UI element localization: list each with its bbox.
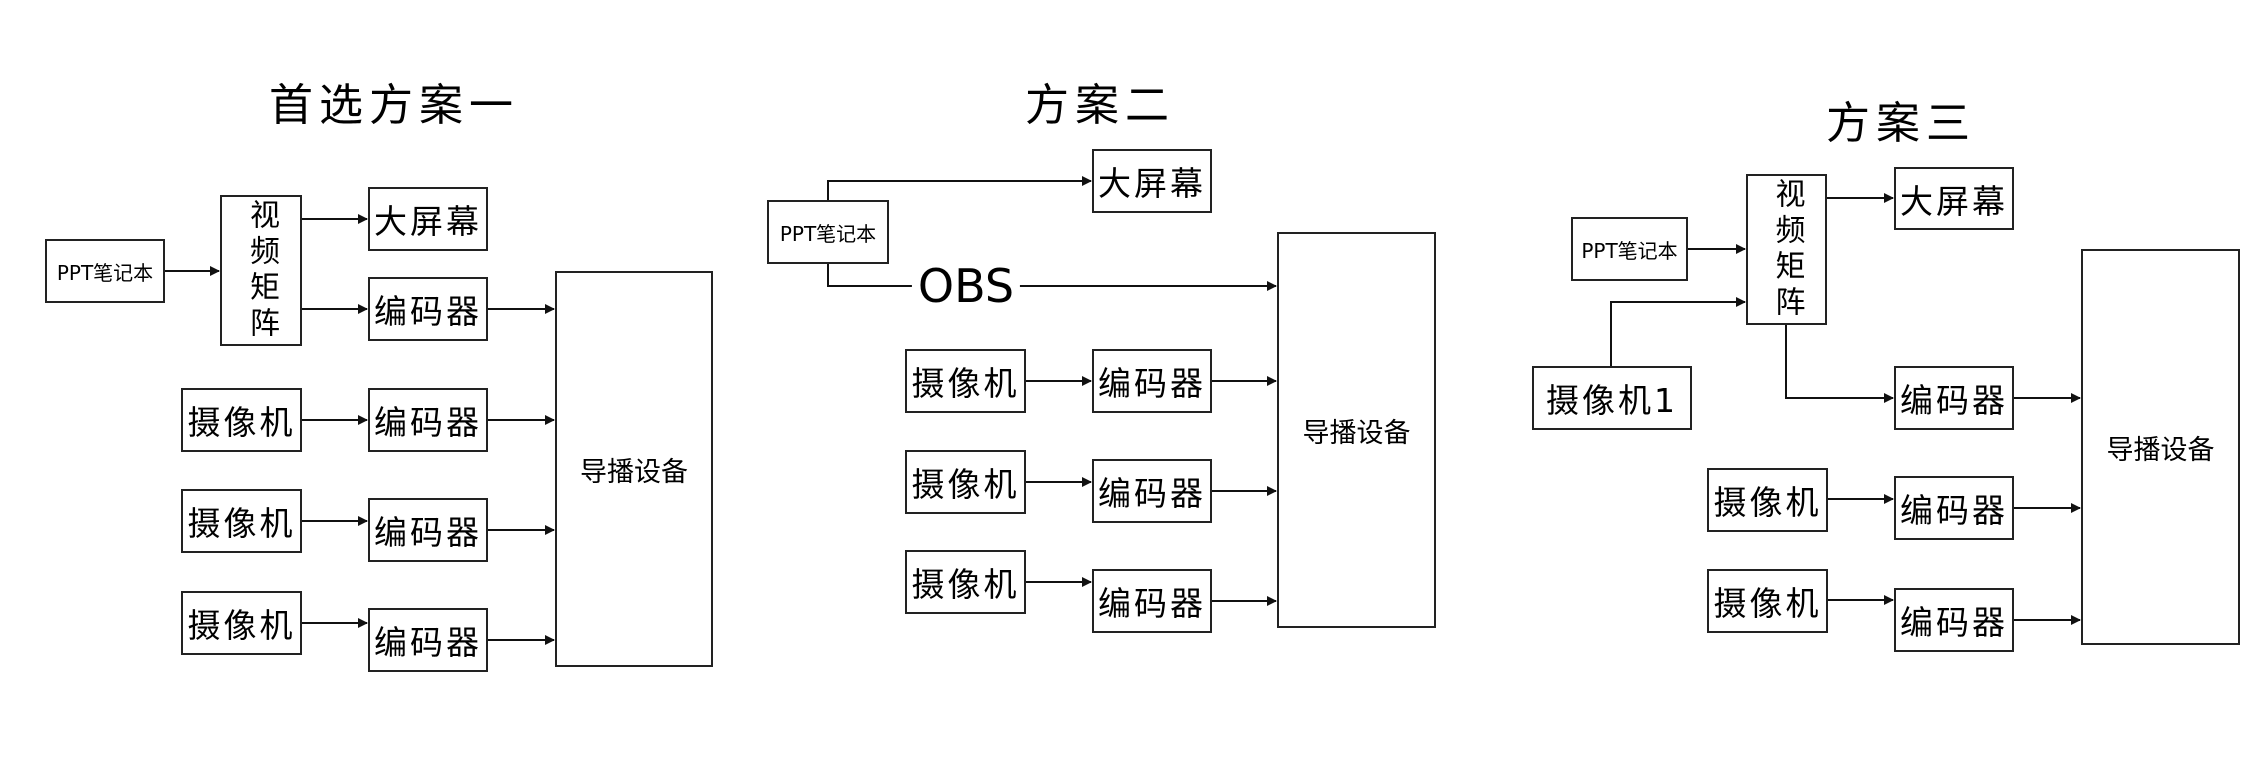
camera-node: 摄像机	[181, 591, 302, 655]
diagram-title: 首选方案一	[269, 80, 519, 131]
video-matrix-node: 视频矩阵	[1746, 174, 1827, 325]
camera-node: 摄像机	[1707, 468, 1828, 532]
encoder-node: 编码器	[1092, 459, 1212, 523]
camera-node: 摄像机	[181, 388, 302, 452]
encoder-node: 编码器	[368, 388, 488, 452]
arrow-matrix-to-encoder	[1785, 324, 1894, 403]
big-screen-node: 大屏幕	[368, 187, 488, 251]
arrow-ppt-to-screen	[827, 176, 1092, 200]
encoder-node: 编码器	[368, 608, 488, 672]
arrow-camera-main-to-matrix	[1610, 297, 1746, 366]
big-screen-node: 大屏幕	[1092, 149, 1212, 213]
encoder-node: 编码器	[1092, 349, 1212, 413]
encoder-node: 编码器	[1894, 588, 2014, 652]
director-device-node: 导播设备	[2081, 249, 2240, 645]
camera-1-node: 摄像机1	[1532, 366, 1692, 430]
diagram-title: 方案二	[1025, 80, 1175, 131]
ppt-laptop-node: PPT笔记本	[1571, 217, 1688, 281]
arrow-ppt-via-obs-to-director	[827, 264, 1277, 291]
camera-node: 摄像机	[1707, 569, 1828, 633]
ppt-laptop-node: PPT笔记本	[767, 200, 889, 264]
camera-node: 摄像机	[905, 450, 1026, 514]
camera-node: 摄像机	[181, 489, 302, 553]
director-device-node: 导播设备	[555, 271, 713, 667]
encoder-node: 编码器	[1092, 569, 1212, 633]
encoder-node: 编码器	[368, 498, 488, 562]
diagram-title: 方案三	[1826, 98, 1976, 149]
camera-node: 摄像机	[905, 550, 1026, 614]
director-device-node: 导播设备	[1277, 232, 1436, 628]
video-matrix-node: 视频矩阵	[220, 195, 302, 346]
encoder-node: 编码器	[368, 277, 488, 341]
big-screen-node: 大屏幕	[1894, 167, 2014, 230]
ppt-laptop-node: PPT笔记本	[45, 239, 165, 303]
encoder-node: 编码器	[1894, 476, 2014, 540]
camera-node: 摄像机	[905, 349, 1026, 413]
obs-label: OBS	[911, 259, 1021, 313]
encoder-node: 编码器	[1894, 366, 2014, 430]
